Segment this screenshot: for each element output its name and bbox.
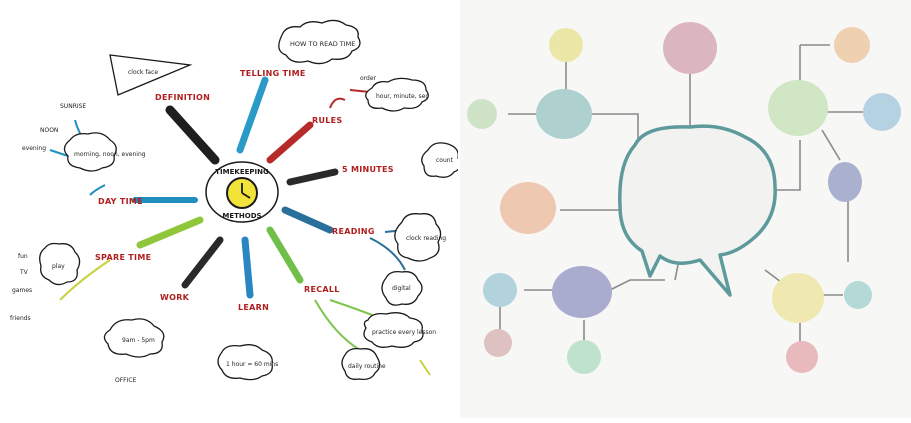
bubble-bottom-right-yellow — [772, 273, 824, 323]
bubble-bottom-left-blue — [483, 273, 517, 307]
bubble-bottom-green — [567, 340, 601, 374]
bubble-top-right-orange — [834, 27, 870, 63]
bubble-far-right-blue — [863, 93, 901, 131]
branch-bottom-left — [181, 236, 224, 289]
label-learn: LEARN — [238, 303, 269, 312]
branch-bottom — [241, 236, 254, 299]
bubbles — [467, 22, 901, 374]
note-day-1: SUNRISE — [60, 103, 86, 110]
note-recall: practice every lesson — [372, 329, 436, 336]
label-day-time: DAY TIME — [98, 197, 143, 206]
note-spare-2: TV — [19, 269, 29, 276]
mind-map-drawing: TIMEKEEPING METHODS DEFINITION TELLING T… — [10, 19, 461, 384]
note-telling-time: HOW TO READ TIME — [290, 40, 355, 48]
note-day-time: morning, noon, evening — [74, 151, 146, 158]
note-learn: 1 hour = 60 mins — [226, 361, 278, 368]
bubble-right-purple — [828, 162, 862, 202]
bubble-map-panel — [460, 0, 911, 418]
bubble-bottom-left-pink — [484, 329, 512, 357]
cloud-learn — [217, 344, 273, 381]
bubble-right-green — [768, 80, 828, 136]
cloud-rules — [365, 77, 429, 112]
branch-top-right — [266, 121, 314, 164]
branch-right-upper — [286, 168, 339, 186]
note-clouds — [39, 19, 461, 381]
cloud-recall — [363, 312, 424, 348]
branch-right-lower — [281, 206, 334, 234]
note-spare-1: fun — [18, 253, 28, 260]
bubble-bottom-right-teal — [844, 281, 872, 309]
branch-left-lower — [136, 216, 204, 249]
label-reading: READING — [332, 227, 375, 236]
label-recall: RECALL — [304, 285, 340, 294]
note-recall-2: daily routine — [348, 363, 386, 370]
note-triangle: clock face — [128, 69, 158, 76]
note-spare-4: friends — [10, 315, 31, 322]
note-spare-3: games — [12, 287, 32, 294]
bubble-top-center-pink — [663, 22, 717, 74]
note-5-minutes: count — [436, 157, 454, 164]
cloud-day-time — [63, 132, 117, 172]
cloud-telling-time — [278, 19, 361, 65]
note-reading-side: digital — [392, 285, 411, 292]
note-rules-top: order — [360, 75, 377, 82]
bubble-bottom-right-pink — [786, 341, 818, 373]
branch-bottom-right — [266, 226, 304, 284]
bubble-left-teal — [536, 89, 592, 139]
branch-top-left — [165, 105, 220, 165]
label-spare-time: SPARE TIME — [95, 253, 151, 262]
note-day-2: NOON — [40, 127, 58, 134]
cloud-5-minutes — [421, 142, 461, 178]
label-5-minutes: 5 MINUTES — [342, 165, 394, 174]
note-work-below: OFFICE — [115, 377, 137, 384]
branch-top — [236, 76, 269, 154]
label-telling-time: TELLING TIME — [240, 69, 306, 78]
note-spare: play — [52, 263, 65, 270]
note-texts: clock face HOW TO READ TIME order hour, … — [10, 40, 454, 384]
cloud-reading — [394, 213, 442, 262]
center-label-bottom: METHODS — [222, 212, 261, 220]
note-rules: hour, minute, sec — [376, 93, 429, 100]
center-label-top: TIMEKEEPING — [215, 168, 269, 176]
cloud-reading-2 — [381, 270, 423, 306]
cloud-recall-2 — [341, 347, 381, 381]
branch-labels: DEFINITION TELLING TIME RULES 5 MINUTES … — [95, 69, 394, 312]
central-speech-bubble — [618, 124, 777, 297]
cloud-work — [103, 318, 165, 358]
cloud-spare — [39, 242, 81, 286]
bubble-top-left-yellow — [549, 28, 583, 62]
label-definition: DEFINITION — [155, 93, 210, 102]
bubble-left-orange — [500, 182, 556, 234]
triangle-note — [109, 54, 193, 96]
bubble-bottom-purple — [552, 266, 612, 318]
branches — [132, 76, 339, 299]
bubble-left-green-small — [467, 99, 497, 129]
hand-drawn-mind-map-panel: TIMEKEEPING METHODS DEFINITION TELLING T… — [0, 0, 461, 418]
central-node: TIMEKEEPING METHODS — [205, 161, 279, 223]
note-work: 9am - 5pm — [122, 337, 155, 344]
note-reading: clock reading — [406, 235, 446, 242]
label-rules: RULES — [312, 116, 342, 125]
bubble-map-drawing — [467, 22, 901, 374]
label-work: WORK — [160, 293, 190, 302]
note-day-3: evening — [22, 145, 46, 152]
